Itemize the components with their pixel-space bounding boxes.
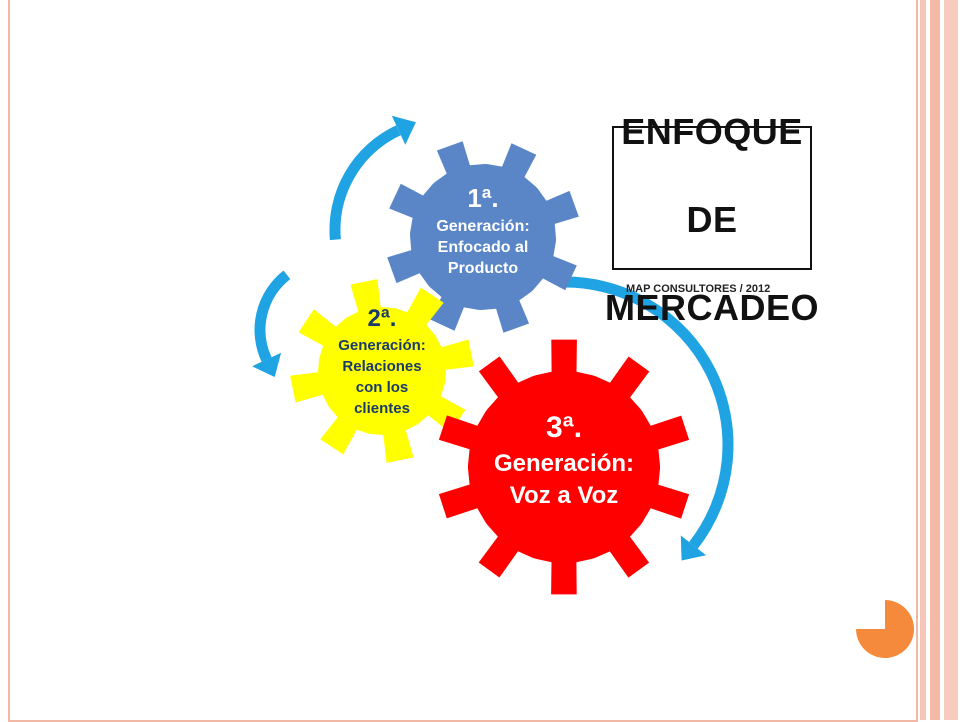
decorative-stripes bbox=[918, 0, 960, 720]
arrow-first-to-second bbox=[254, 270, 291, 362]
gear-third-generation-line: Voz a Voz bbox=[510, 482, 618, 509]
gear-second-generation-line: Generación: bbox=[338, 337, 426, 354]
gear-second-generation: 2ª. Generación: Relaciones con los clientes bbox=[290, 279, 474, 463]
arrow-third-to-first bbox=[559, 276, 734, 549]
gear-third-generation: 3ª. Generación: Voz a Voz bbox=[438, 339, 690, 595]
arrow-third-to-first-head-icon bbox=[680, 535, 707, 561]
arrow-first-top bbox=[329, 125, 401, 241]
gear-second-generation-line: con los bbox=[356, 379, 409, 396]
gear-first-generation-heading: 1ª. bbox=[467, 183, 498, 213]
cycle-arrows bbox=[252, 115, 734, 561]
title-text: ENFOQUE DE MERCADEO bbox=[605, 66, 819, 330]
title-line-2: DE bbox=[686, 199, 738, 240]
gear-third-generation-line: Generación: bbox=[494, 450, 634, 477]
title-line-1: ENFOQUE bbox=[621, 111, 803, 152]
gear-second-generation-shape bbox=[290, 279, 474, 463]
gear-first-generation-line: Generación: bbox=[436, 218, 529, 235]
gear-second-generation-line: Relaciones bbox=[342, 358, 421, 375]
arrow-first-to-second-head-icon bbox=[252, 352, 282, 377]
arrow-first-top-head-icon bbox=[391, 115, 416, 145]
orange-quarter-circle-icon bbox=[856, 600, 914, 658]
gear-first-generation-line: Producto bbox=[448, 260, 518, 277]
title-box: ENFOQUE DE MERCADEO bbox=[605, 111, 819, 328]
gear-second-generation-heading: 2ª. bbox=[368, 305, 397, 332]
credit-text: MAP CONSULTORES / 2012 bbox=[626, 283, 771, 295]
gear-first-generation: 1ª. Generación: Enfocado al Producto bbox=[387, 141, 579, 333]
gear-first-generation-line: Enfocado al bbox=[438, 239, 529, 256]
gears: 1ª. Generación: Enfocado al Producto 2ª. Gene… bbox=[290, 141, 690, 595]
gear-first-generation-shape bbox=[387, 141, 579, 333]
gear-second-generation-line: clientes bbox=[354, 400, 410, 417]
gear-third-generation-heading: 3ª. bbox=[546, 411, 582, 444]
title-line-3: MERCADEO bbox=[605, 287, 820, 328]
gear-third-generation-shape bbox=[438, 339, 690, 595]
